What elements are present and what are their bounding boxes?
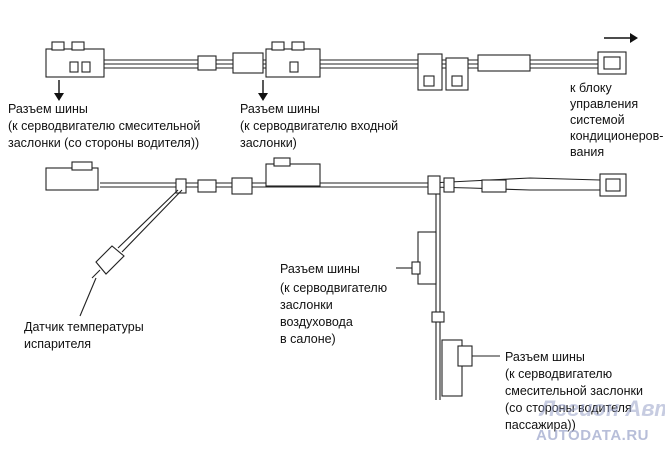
label-intake: Разъем шины (к серводвигателю входной за… xyxy=(240,102,402,150)
watermark-site: AUTODATA.RU xyxy=(536,427,649,444)
direction-arrow-icon xyxy=(604,33,638,43)
arrow-icon xyxy=(54,80,64,101)
lower-harness xyxy=(45,157,627,197)
label-evap-sensor: Датчик температуры испарителя xyxy=(24,320,147,351)
arrow-icon xyxy=(258,80,268,101)
label-cabin-duct: Разъем шины (к серводвигателю заслонки в… xyxy=(280,262,391,346)
watermark: Легион Автодата AUTODATA.RU xyxy=(536,396,665,444)
evap-sensor xyxy=(95,245,125,275)
label-passenger-mix: Разъем шины (к серводвигателю смесительн… xyxy=(505,350,646,432)
passenger-mix-connector xyxy=(441,339,463,397)
cabin-duct-connector xyxy=(417,231,437,285)
upper-harness xyxy=(45,41,627,91)
label-driver-mix: Разъем шины (к серводвигателю смесительн… xyxy=(8,102,204,150)
evap-sensor-branch xyxy=(91,189,183,279)
label-control-unit: к блоку управления системой кондиционеро… xyxy=(570,81,665,159)
watermark-brand: Легион Автодата xyxy=(538,396,665,421)
vertical-branch xyxy=(411,194,473,400)
